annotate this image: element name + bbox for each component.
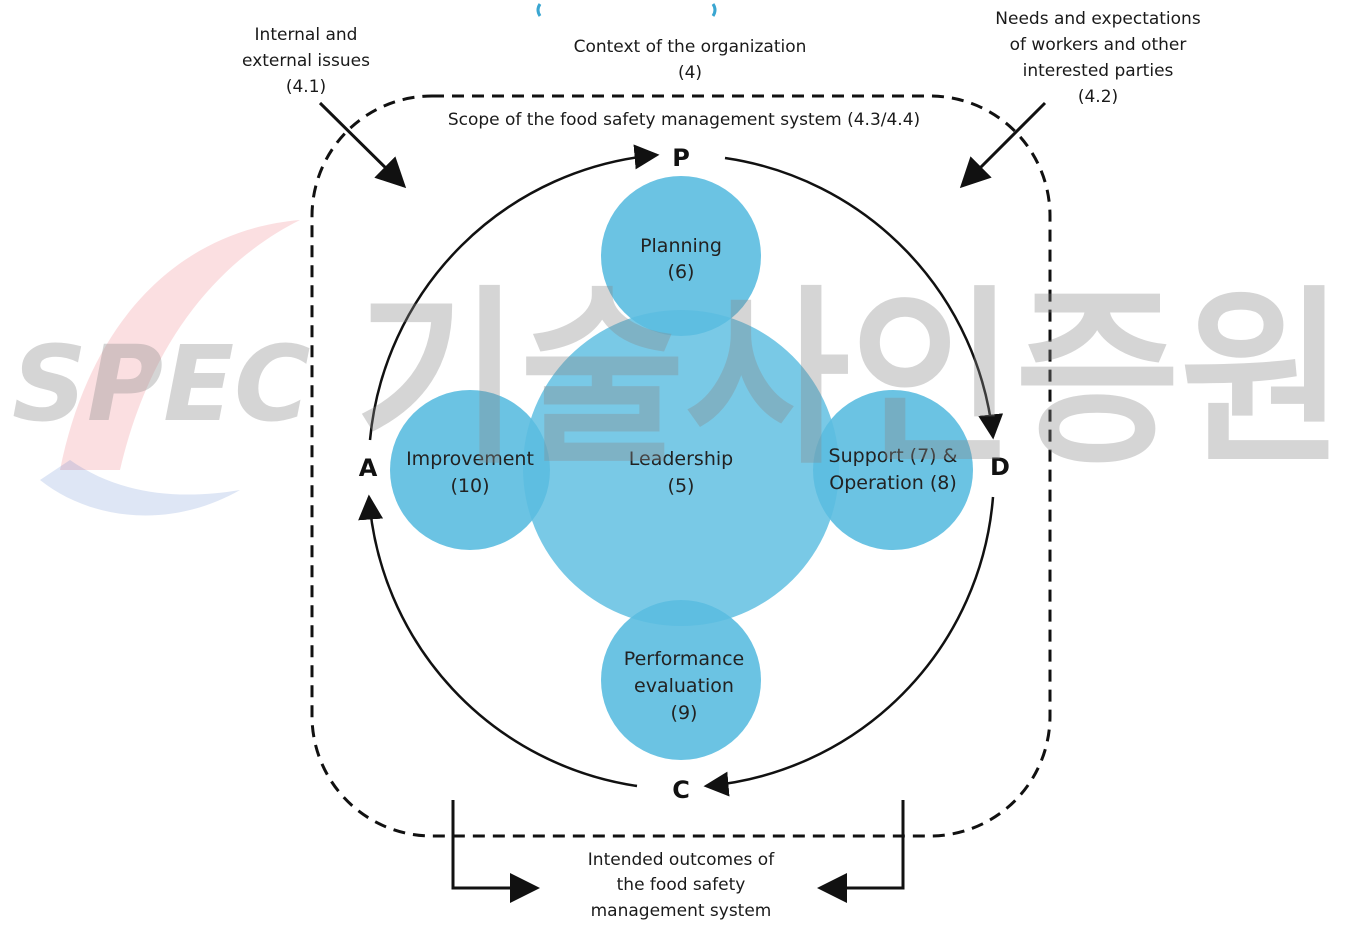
pdca-cycle: [358, 144, 1004, 797]
planning-circle: [601, 176, 761, 336]
needs-line-3: interested parties: [1023, 61, 1174, 81]
issues-clause: (4.1): [286, 77, 326, 97]
needs-line-1: Needs and expectations: [995, 9, 1201, 29]
issues-line-1: Internal and: [255, 25, 358, 45]
arc-p-to-d: [724, 156, 1004, 440]
pdca-c-label: C: [672, 776, 690, 804]
leadership-clause: (5): [668, 475, 695, 497]
improvement-circle: [390, 390, 550, 550]
needs-line-2: of workers and other: [1010, 35, 1187, 55]
pdca-d-label: D: [990, 453, 1010, 481]
outcomes-line-2: the food safety: [617, 875, 746, 895]
improvement-label: Improvement: [406, 448, 534, 470]
leadership-label: Leadership: [629, 448, 733, 470]
needs-arrow: [959, 101, 1047, 189]
watermark-swoosh-red: [60, 220, 300, 470]
planning-label: Planning: [640, 235, 722, 257]
top-remnant-right: [711, 3, 717, 17]
context-clause: (4): [678, 63, 702, 83]
outcome-bracket-left: [451, 800, 540, 903]
watermark-logo-text: SPEC: [12, 323, 311, 445]
circle-group: [390, 176, 973, 760]
performance-clause: (9): [671, 702, 698, 724]
pdca-p-label: P: [672, 144, 690, 172]
scope-label: Scope of the food safety management syst…: [448, 110, 920, 130]
top-remnant-left: [536, 3, 542, 17]
arc-c-to-a: [358, 494, 638, 788]
watermark-swoosh-blue: [40, 460, 240, 516]
watermark-logo: [40, 220, 300, 516]
issues-line-2: external issues: [242, 51, 370, 71]
support-line-1: Support (7) &: [829, 445, 958, 467]
outcomes-line-3: management system: [591, 901, 772, 921]
performance-line-2: evaluation: [634, 675, 734, 697]
pdca-a-label: A: [359, 454, 378, 482]
outcomes-line-1: Intended outcomes of: [588, 850, 775, 870]
issues-arrow: [318, 101, 407, 189]
needs-clause: (4.2): [1078, 87, 1118, 107]
support-operation-circle: [813, 390, 973, 550]
scope-boundary: [310, 94, 1052, 838]
outcome-bracket-right: [817, 800, 905, 903]
leadership-circle: [523, 310, 839, 626]
improvement-clause: (10): [450, 475, 489, 497]
support-line-2: Operation (8): [829, 472, 957, 494]
planning-clause: (6): [668, 261, 695, 283]
arc-a-to-p: [368, 144, 660, 441]
arc-d-to-c: [703, 496, 995, 797]
performance-evaluation-circle: [601, 600, 761, 760]
performance-line-1: Performance: [624, 648, 744, 670]
context-title: Context of the organization: [574, 37, 807, 57]
watermark-korean-text: 기술사인증원: [355, 269, 1345, 490]
